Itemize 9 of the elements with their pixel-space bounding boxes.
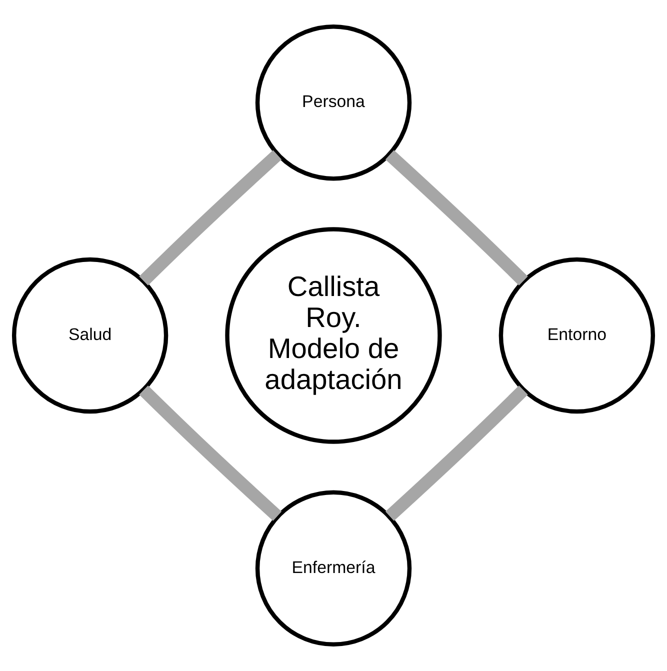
- node-circle: Callista Roy. Modelo de adaptación: [225, 227, 442, 444]
- node-circle: Salud: [12, 257, 168, 414]
- node-circle: Persona: [255, 24, 412, 181]
- connector: [139, 150, 282, 286]
- connector: [385, 386, 528, 521]
- node-circle: Enfermería: [255, 490, 412, 646]
- connector: [385, 150, 528, 286]
- connector: [139, 386, 282, 521]
- node-circle: Entorno: [498, 257, 656, 414]
